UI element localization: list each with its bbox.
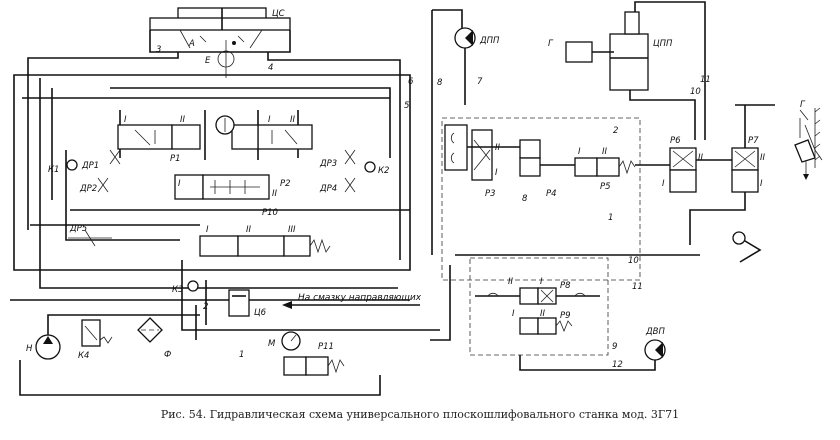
label-r2: Р2 [280, 179, 291, 189]
label-dr5: ДР5 [69, 224, 87, 234]
label-k4: К4 [78, 351, 89, 361]
line-num-10: 10 [690, 87, 701, 97]
line-num-8: 8 [437, 78, 443, 88]
line-num-5: 5 [404, 101, 409, 111]
line-num-2: 2 [203, 302, 208, 312]
line-num-10b: 10 [628, 256, 639, 266]
row-roman-i: I [206, 225, 209, 235]
valve-r2: I II Р2 Р10 [174, 174, 291, 218]
label-dr3: ДР3 [319, 159, 337, 169]
label-m: М [268, 339, 276, 349]
r3-roman-ii: II [495, 143, 501, 153]
label-r1: Р1 [170, 154, 181, 164]
valve-r1: I II I II Р1 [117, 115, 313, 164]
label-h: Н [26, 344, 33, 354]
label-r3: Р3 [485, 189, 496, 199]
label-r9: Р9 [560, 311, 571, 321]
label-g1: Г [548, 39, 554, 49]
motor-dpp: ДПП 8 7 [431, 9, 500, 255]
r6-roman-i: I [662, 179, 665, 189]
label-r8: Р8 [560, 281, 571, 291]
right-valves: II I Р3 Р4 8 I II Р5 Р6 II I Р7 II I 2 1 [441, 104, 775, 281]
r2-roman-ii: II [272, 189, 278, 199]
line-num-2b: 2 [613, 126, 618, 136]
r6-roman-ii: II [698, 153, 704, 163]
label-r6: Р6 [670, 136, 681, 146]
line-num-3: 3 [156, 45, 161, 55]
line-num-4: 4 [268, 63, 273, 73]
label-cpp: ЦПП [653, 39, 673, 49]
label-k2: К2 [378, 166, 389, 176]
piping-left: 3 4 6 5 2 1 [10, 45, 440, 360]
row-roman-iii: III [288, 225, 296, 235]
label-cs: ЦС [272, 9, 285, 19]
throttles: К1 ДР1 ДР2 ДР3 ДР4 К2 [48, 149, 389, 194]
row-roman-ii: II [246, 225, 252, 235]
r8-roman-i: I [540, 277, 543, 287]
label-f: Ф [164, 350, 171, 360]
line-num-6: 6 [408, 77, 414, 87]
line-num-12: 12 [612, 360, 623, 370]
line-num-1: 1 [239, 350, 244, 360]
label-8-small: 8 [522, 194, 528, 204]
label-dvp: ДВП [645, 327, 665, 337]
table-cylinder: ЦС А Е [149, 7, 291, 78]
figure-caption: Рис. 54. Гидравлическая схема универсаль… [161, 408, 679, 421]
r2-roman-i: I [178, 179, 181, 189]
r9-roman-ii: II [540, 309, 546, 319]
lower-right-valves: 10 11 II I Р8 I II Р9 ДВП 9 12 [430, 254, 700, 371]
r1-roman-i: I [124, 115, 127, 125]
r1-roman-ii: II [180, 115, 186, 125]
line-num-9: 9 [612, 342, 617, 352]
line-num-1b: 1 [608, 213, 613, 223]
label-r5: Р5 [600, 182, 611, 192]
lube-annotation: На смазку направляющих [298, 293, 422, 303]
r5-roman-ii: II [602, 147, 608, 157]
line-num-11b: 11 [632, 282, 643, 292]
label-dr4: ДР4 [319, 184, 337, 194]
label-dr1: ДР1 [81, 161, 99, 171]
label-k3: К3 [172, 285, 183, 295]
r1-roman-ii-b: II [290, 115, 296, 125]
cylinder-cpp: Г ЦПП 11 10 [548, 1, 711, 140]
label-r4: Р4 [546, 189, 557, 199]
r5-roman-i: I [578, 147, 581, 157]
lube-branch: К3 Ц6 На смазку направляющих [172, 280, 422, 318]
r8-roman-ii: II [508, 277, 514, 287]
label-c6: Ц6 [254, 308, 267, 318]
r3-roman-i: I [495, 168, 498, 178]
pump-group: Н К4 Ф М Р11 [19, 314, 381, 396]
r9-roman-i: I [512, 309, 515, 319]
label-a: А [188, 39, 195, 49]
r7-roman-ii: II [760, 153, 766, 163]
label-r10: Р10 [262, 208, 278, 218]
label-g2: Г [800, 100, 806, 110]
label-dpp: ДПП [479, 36, 500, 46]
line-num-11: 11 [700, 75, 711, 85]
valve-row-dr5: ДР5 I II III [68, 224, 331, 257]
stop-lever: Г [732, 100, 823, 263]
label-r11: Р11 [318, 342, 334, 352]
label-r7: Р7 [748, 136, 759, 146]
line-num-7: 7 [477, 77, 483, 87]
r7-roman-i: I [760, 179, 763, 189]
r1-roman-i-b: I [268, 115, 271, 125]
label-k1: К1 [48, 165, 59, 175]
label-e: Е [205, 56, 211, 66]
label-dr2: ДР2 [79, 184, 97, 194]
